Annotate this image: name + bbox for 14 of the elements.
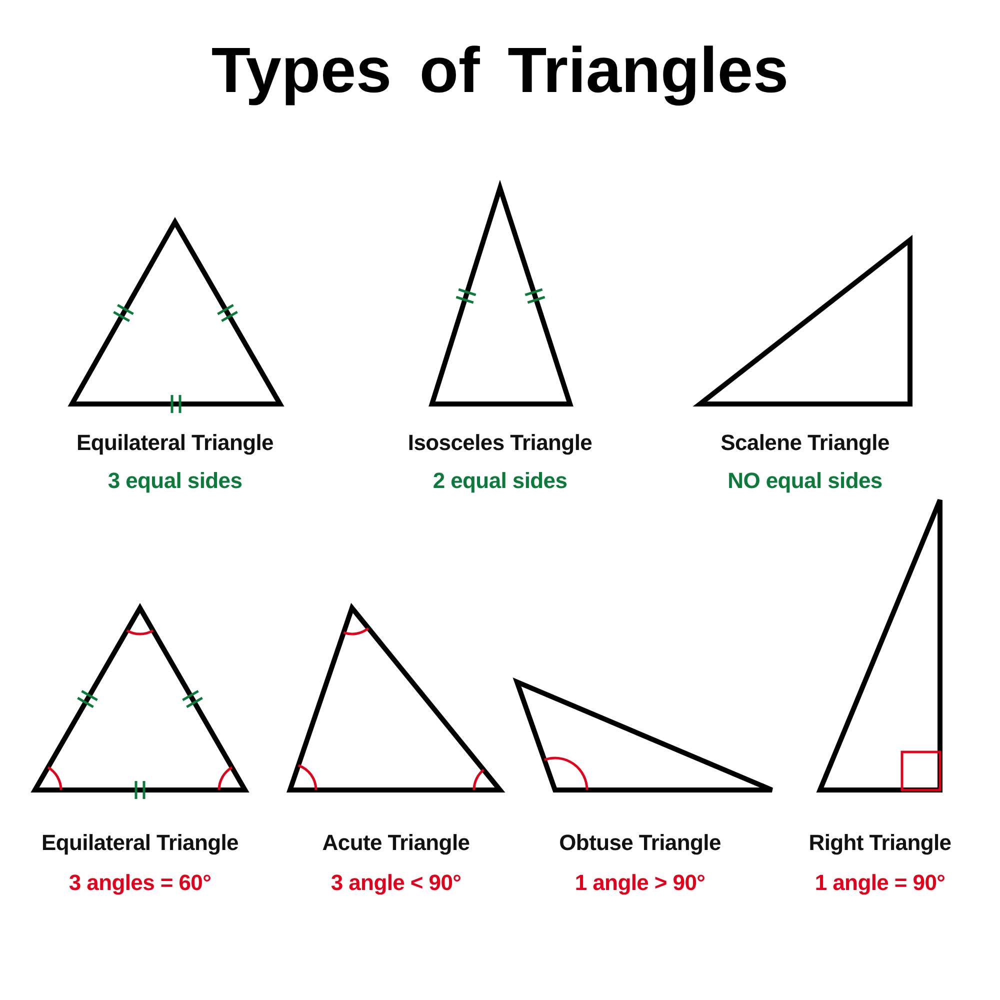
triangle-name: Acute Triangle — [322, 830, 470, 856]
triangle-property: 3 equal sides — [108, 468, 242, 494]
triangle-property: 1 angle > 90° — [574, 870, 706, 896]
triangle-name: Equilateral Triangle — [42, 830, 238, 856]
triangle-name: Isosceles Triangle — [408, 430, 592, 456]
triangle-name: Right Triangle — [808, 830, 952, 856]
triangle-property: 3 angles = 60° — [68, 870, 212, 896]
triangle-property: 1 angle = 90° — [814, 870, 946, 896]
triangle-property: 2 equal sides — [432, 468, 568, 494]
triangle-name: Equilateral Triangle — [76, 430, 274, 456]
triangle-property: NO equal sides — [728, 468, 882, 494]
triangle-name: Obtuse Triangle — [559, 830, 721, 856]
triangle-property: 3 angle < 90° — [330, 870, 462, 896]
triangle-name: Scalene Triangle — [720, 430, 890, 456]
